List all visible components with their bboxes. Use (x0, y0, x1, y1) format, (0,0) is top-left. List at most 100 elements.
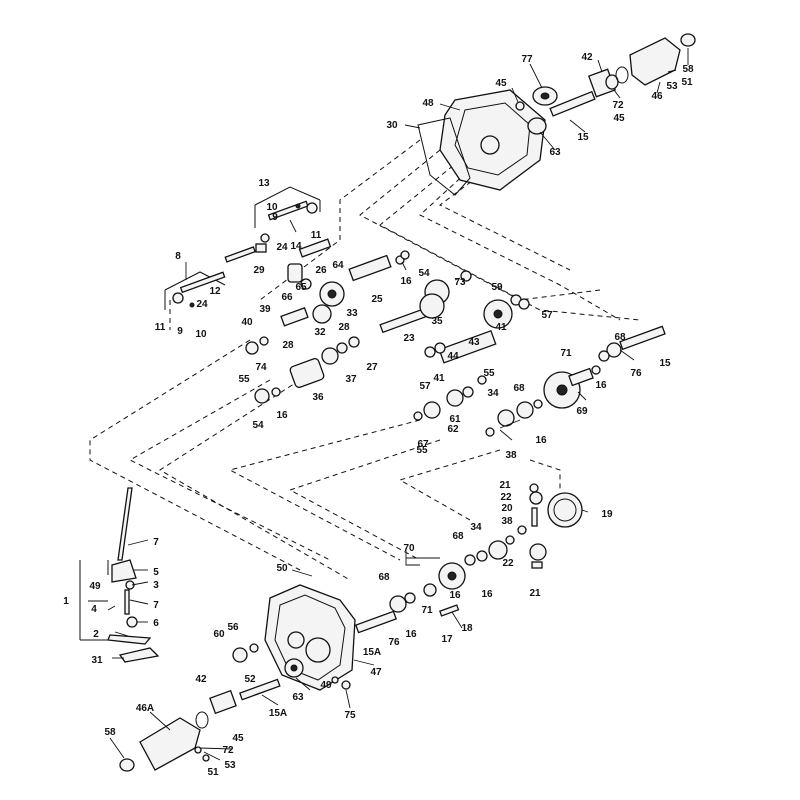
callout-label: 45 (613, 113, 625, 124)
callout-label: 68 (513, 383, 525, 394)
callout-label: 56 (227, 622, 239, 633)
callout-label: 27 (366, 362, 378, 373)
callout-label: 50 (276, 563, 288, 574)
callout-label: 15A (269, 708, 287, 719)
callout-label: 42 (581, 52, 593, 63)
callout-label: 51 (207, 767, 219, 778)
callout-label: 57 (541, 310, 553, 321)
callout-label: 77 (521, 54, 533, 65)
callout-label: 7 (153, 600, 159, 611)
callout-label: 55 (483, 368, 495, 379)
callout-label: 9 (272, 212, 278, 223)
callout-label: 35 (431, 316, 443, 327)
callout-label: 1 (63, 596, 69, 607)
callout-label: 24 (276, 242, 288, 253)
callout-label: 9 (177, 326, 183, 337)
callout-label: 15 (659, 358, 671, 369)
callout-label: 39 (259, 304, 271, 315)
upper-axle-assembly (515, 33, 696, 135)
callout-label: 71 (560, 348, 572, 359)
callout-label: 25 (371, 294, 383, 305)
callout-label: 21 (499, 480, 511, 491)
callout-label: 63 (292, 692, 304, 703)
callout-label: 22 (500, 492, 512, 503)
callout-label: 53 (224, 760, 236, 771)
callout-label: 49 (89, 581, 101, 592)
callout-label: 16 (276, 410, 288, 421)
callout-label: 15A (363, 647, 381, 658)
lower-axle-parts (119, 562, 466, 772)
callout-label: 10 (195, 329, 207, 340)
callout-label: 64 (332, 260, 344, 271)
callout-label: 34 (470, 522, 482, 533)
callout-label: 15 (577, 132, 589, 143)
callout-label: 30 (386, 120, 398, 131)
callout-label: 67 (417, 439, 429, 450)
callout-label: 72 (222, 745, 234, 756)
gear-train (245, 238, 666, 437)
callout-label: 73 (454, 277, 466, 288)
callout-label: 32 (314, 327, 326, 338)
callout-label: 58 (682, 64, 694, 75)
callout-label: 72 (612, 100, 624, 111)
callout-label: 76 (388, 637, 400, 648)
callout-label: 49 (320, 680, 332, 691)
callout-label: 76 (630, 368, 642, 379)
callout-label: 41 (433, 373, 445, 384)
callout-label: 16 (481, 589, 493, 600)
callout-label: 24 (196, 299, 208, 310)
callout-label: 75 (344, 710, 356, 721)
shift-fork-assembly-8 (164, 233, 270, 310)
callout-label: 68 (378, 572, 390, 583)
callout-label: 40 (241, 317, 253, 328)
callout-label: 6 (153, 618, 159, 629)
callout-label: 45 (495, 78, 507, 89)
callout-label: 53 (666, 81, 678, 92)
callout-label: 58 (104, 727, 116, 738)
callout-label: 69 (576, 406, 588, 417)
callout-label: 18 (461, 623, 473, 634)
upper-housing-cover (417, 89, 546, 196)
callout-label: 66 (281, 292, 293, 303)
callout-label: 7 (153, 537, 159, 548)
callout-label: 48 (422, 98, 434, 109)
callout-label: 36 (312, 392, 324, 403)
callout-label: 44 (447, 351, 459, 362)
callout-label: 11 (155, 322, 166, 333)
callout-label: 41 (495, 322, 507, 333)
callout-label: 13 (258, 178, 270, 189)
callout-label: 37 (345, 374, 357, 385)
callout-label: 10 (266, 202, 278, 213)
callout-label: 12 (209, 286, 221, 297)
callout-label: 61 (449, 414, 461, 425)
callout-label: 38 (505, 450, 517, 461)
callout-label: 28 (338, 322, 350, 333)
callout-label: 60 (213, 629, 225, 640)
ring-gear-assembly (464, 483, 583, 569)
callout-label: 42 (195, 674, 207, 685)
callout-label: 74 (255, 362, 267, 373)
callout-label: 70 (403, 543, 415, 554)
shift-lever-assembly (79, 487, 160, 663)
callout-label: 46A (136, 703, 154, 714)
callout-label: 8 (175, 251, 181, 262)
callout-label: 4 (91, 604, 97, 615)
callout-label: 5 (153, 567, 159, 578)
callout-label: 20 (501, 503, 513, 514)
callout-label: 52 (244, 674, 256, 685)
callout-label: 28 (282, 340, 294, 351)
callout-label: 2 (93, 629, 99, 640)
callout-label: 51 (681, 77, 693, 88)
callout-label: 33 (346, 308, 358, 319)
lower-housing (232, 584, 356, 701)
callout-label: 43 (468, 337, 480, 348)
callout-label: 16 (595, 380, 607, 391)
callout-label: 55 (416, 445, 428, 456)
callout-label: 68 (614, 332, 626, 343)
callout-label: 71 (421, 605, 433, 616)
callout-label: 55 (238, 374, 250, 385)
callout-label: 45 (232, 733, 244, 744)
leader-lines (80, 48, 689, 761)
